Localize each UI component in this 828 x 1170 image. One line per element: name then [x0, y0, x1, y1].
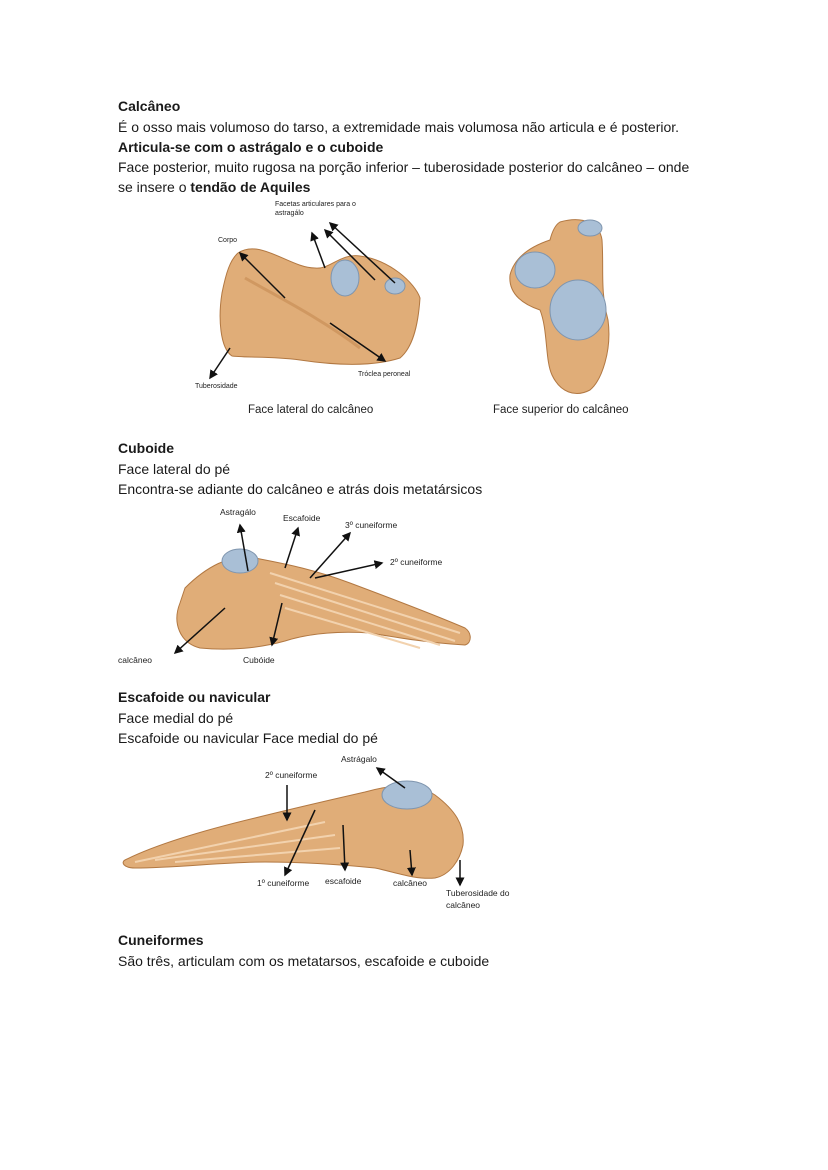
facet-1 [330, 259, 360, 297]
label-tuberosidade-2: calcâneo [446, 900, 480, 910]
label-2-cuneiforme-medial: 2º cuneiforme [265, 770, 318, 780]
label-troclea: Tróclea peroneal [358, 371, 411, 378]
figure-pe-lateral: Astragálo Escafoide 3º cuneiforme 2º cun… [118, 507, 471, 665]
label-facetas-1: Facetas articulares para o [275, 201, 356, 208]
caption-face-lateral: Face lateral do calcâneo [248, 404, 373, 416]
label-facetas-2: astragálo [275, 210, 304, 217]
cuneiformes-line-1: São três, articulam com os metatarsos, e… [118, 953, 490, 969]
figure-pe-medial: Astrágalo 2º cuneiforme 1º cuneiforme es… [122, 754, 510, 910]
pe-medial-bones [122, 785, 464, 879]
label-escafoide: Escafoide [283, 513, 321, 523]
escafoide-line-1: Face medial do pé [118, 710, 234, 726]
label-cuboide: Cubóide [243, 655, 275, 665]
calcaneo-line-4-bold: tendão de Aquiles [190, 179, 311, 195]
cuboide-line-2: Encontra-se adiante do calcâneo e atrás … [118, 481, 483, 497]
caption-face-superior: Face superior do calcâneo [493, 404, 629, 416]
calcaneo-line-1: É o osso mais volumoso do tarso, a extre… [118, 119, 680, 135]
label-tuberosidade-1: Tuberosidade do [446, 888, 510, 898]
calcaneo-line-4-prefix: se insere o [118, 179, 191, 195]
figure-calcaneo-lateral: Facetas articulares para o astragálo Cor… [195, 201, 421, 416]
calcaneo-line-4: se insere o tendão de Aquiles [118, 177, 310, 197]
label-calcaneo-medial: calcâneo [393, 878, 427, 888]
calcaneo-lateral-bone [219, 248, 421, 365]
label-astragalo: Astragálo [220, 507, 256, 517]
label-corpo: Corpo [218, 237, 237, 244]
label-calcaneo: calcâneo [118, 655, 152, 665]
calcaneo-line-3: Face posterior, muito rugosa na porção i… [118, 159, 690, 175]
section-heading-cuneiformes: Cuneiformes [118, 932, 204, 948]
figure-calcaneo-superior: Face superior do calcâneo [493, 219, 629, 416]
section-heading-escafoide: Escafoide ou navicular [118, 689, 271, 705]
section-heading-cuboide: Cuboide [118, 440, 174, 456]
facet-2 [384, 277, 406, 295]
label-1-cuneiforme: 1º cuneiforme [257, 878, 310, 888]
escafoide-line-2: Escafoide ou navicular Face medial do pé [118, 730, 378, 746]
label-astragalo-medial: Astrágalo [341, 754, 377, 764]
cuboide-line-1: Face lateral do pé [118, 461, 231, 477]
label-escafoide-medial: escafoide [325, 876, 362, 886]
section-heading-calcaneo: Calcâneo [118, 98, 181, 114]
label-2-cuneiforme: 2º cuneiforme [390, 557, 443, 567]
calcaneo-line-2: Articula-se com o astrágalo e o cuboide [118, 139, 384, 155]
pe-lateral-bones [176, 556, 471, 650]
label-3-cuneiforme: 3º cuneiforme [345, 520, 398, 530]
label-tuberosidade: Tuberosidade [195, 383, 238, 390]
